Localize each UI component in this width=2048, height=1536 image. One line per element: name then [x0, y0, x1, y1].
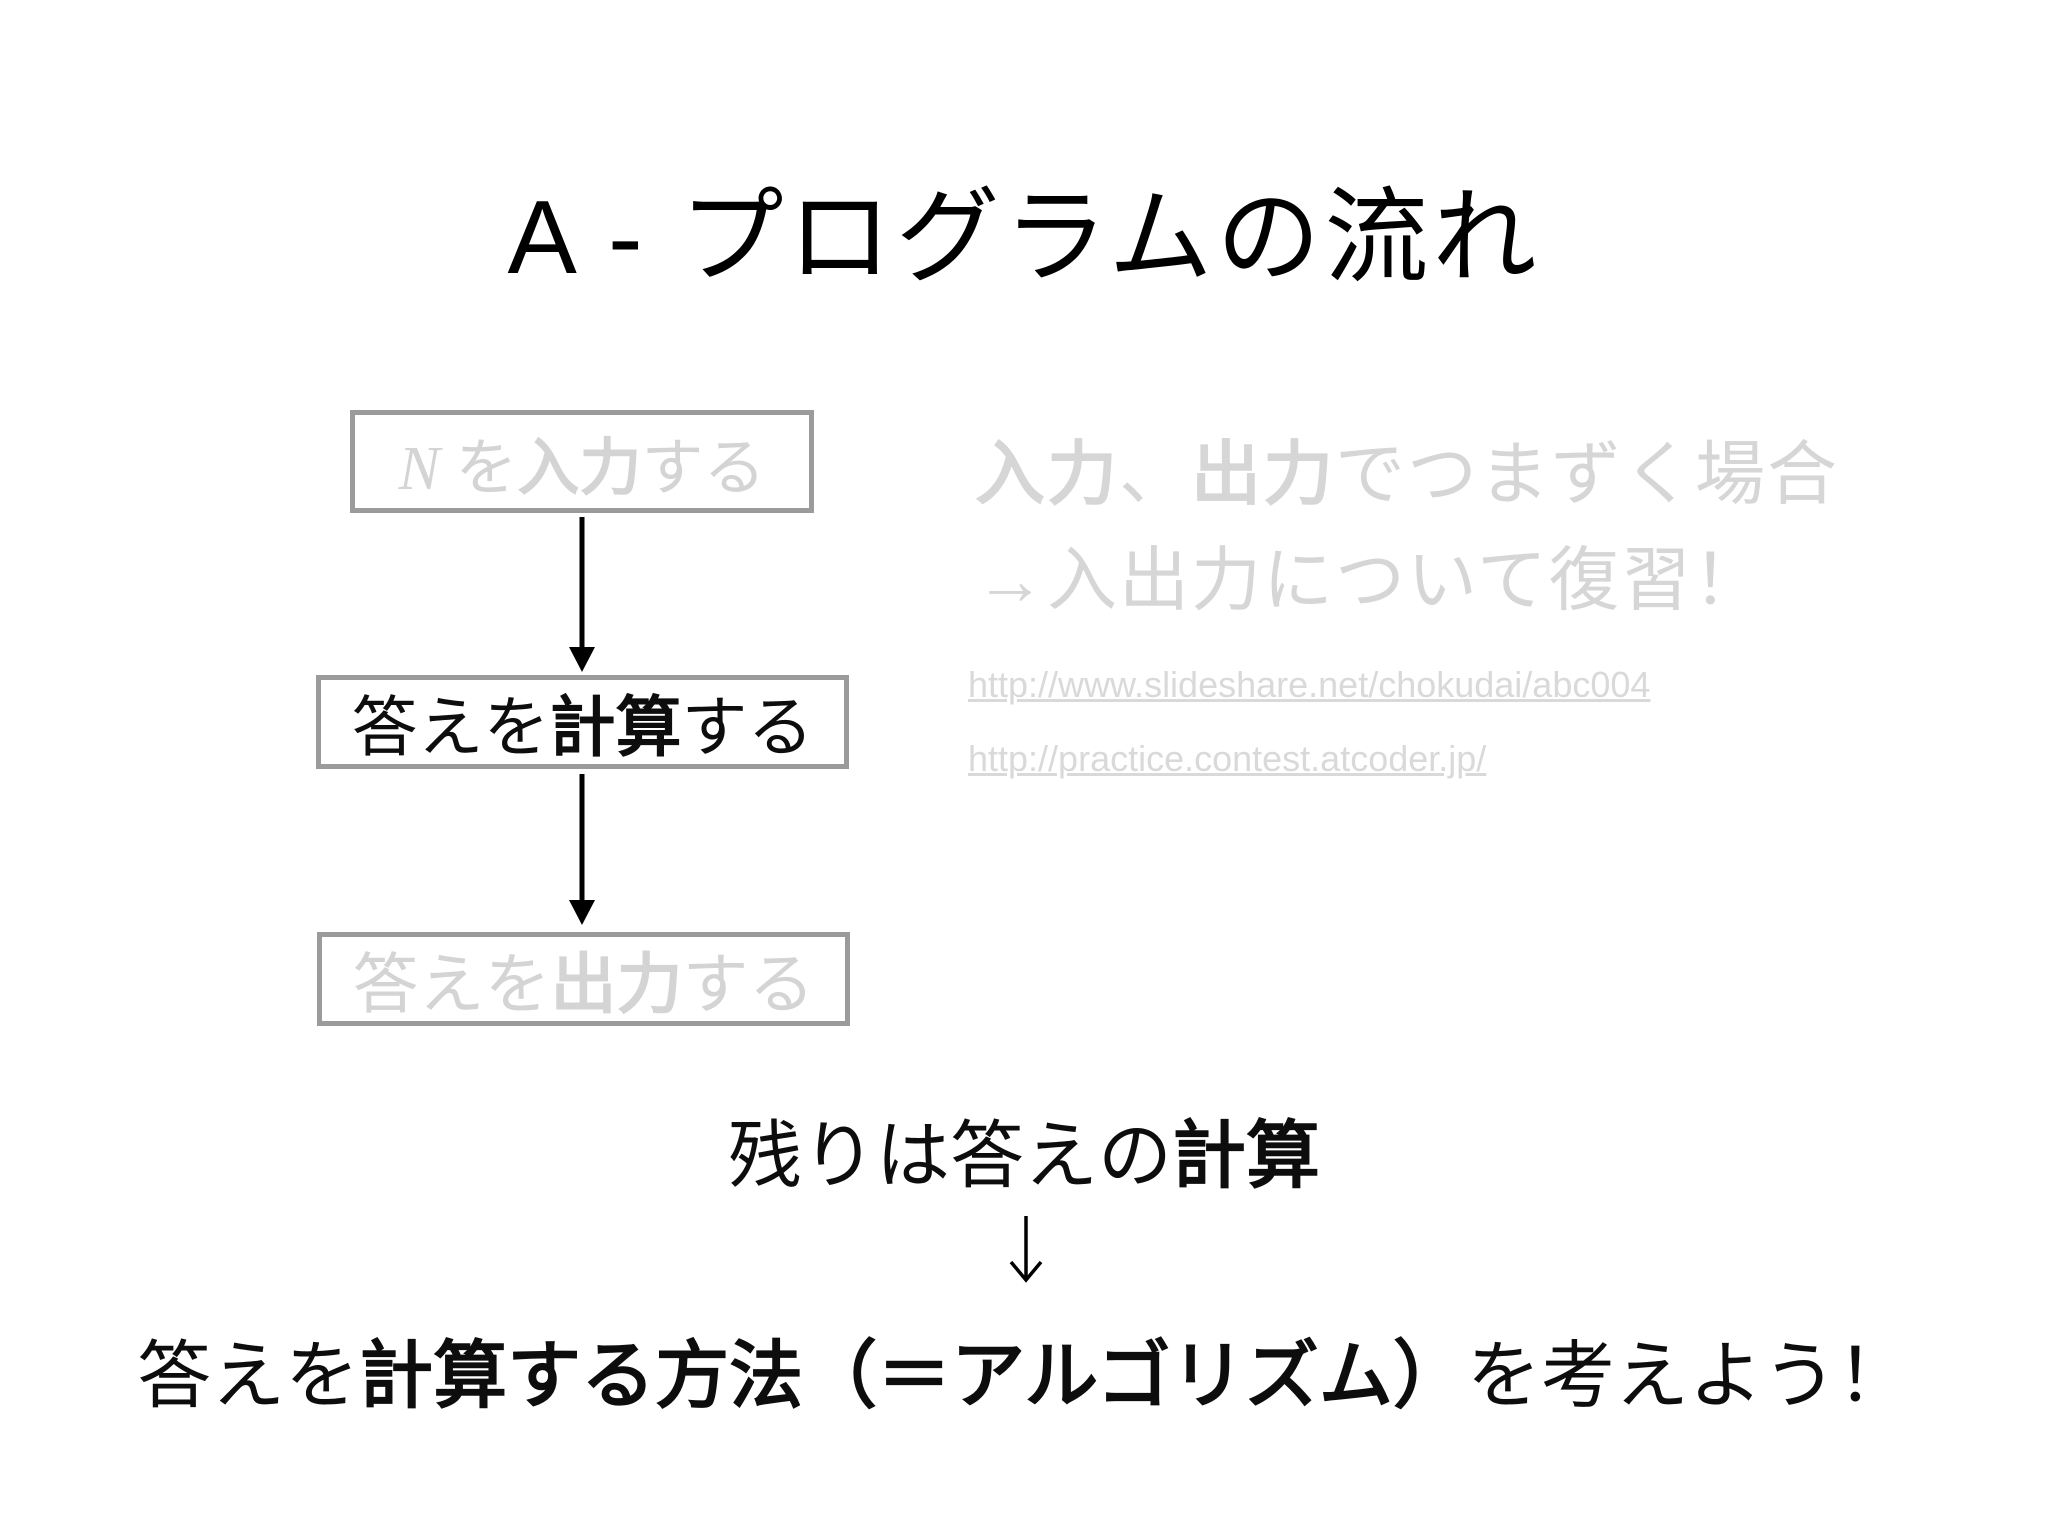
flow-box-input: N を入力する — [350, 410, 814, 513]
slide-title: A - プログラムの流れ — [507, 180, 1541, 296]
flow-box-input-label: N を入力する — [398, 433, 766, 503]
note-line-2: →入出力について復習！ — [975, 541, 1765, 619]
atcoder-practice-link[interactable]: http://practice.contest.atcoder.jp/ — [968, 738, 1487, 779]
variable-n-text: N — [398, 434, 456, 503]
flow-arrow-down-2 — [569, 774, 595, 925]
flow-box-output: 答えを出力する — [317, 932, 850, 1026]
flow-box-output-label: 答えを出力する — [352, 947, 815, 1021]
down-arrow-icon — [1009, 1216, 1043, 1283]
conclusion-line-1: 残りは答えの計算 — [728, 1114, 1320, 1197]
flow-box-compute-label: 答えを計算する — [351, 690, 814, 764]
note-line-1: 入力、出力でつまずく場合 — [975, 435, 1839, 513]
slideshare-link[interactable]: http://www.slideshare.net/chokudai/abc00… — [968, 664, 1651, 705]
flow-arrow-down-1 — [569, 517, 595, 672]
conclusion-line-2: 答えを計算する方法（＝アルゴリズム）を考えよう！ — [137, 1334, 1911, 1417]
flow-box-compute: 答えを計算する — [316, 675, 849, 769]
